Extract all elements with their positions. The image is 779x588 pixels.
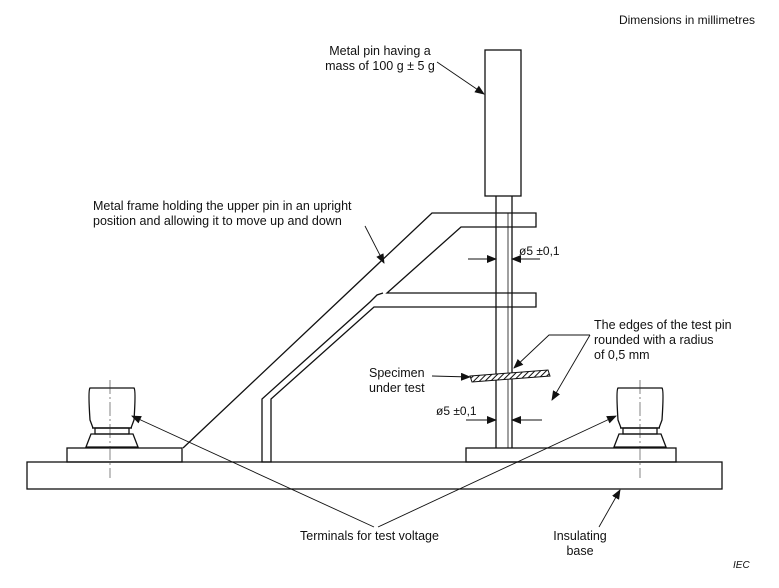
specimen-label-line2: under test (369, 381, 425, 395)
leader-terminal-right (377, 415, 617, 528)
test-pin-edges-line1: The edges of the test pin (594, 318, 732, 332)
leader-terminal-left (131, 415, 375, 528)
test-pin-edges-line3: of 0,5 mm (594, 348, 650, 362)
dimension-upper-pin: ø5 ±0,1 (519, 244, 560, 258)
specimen (469, 369, 551, 383)
metal-frame-label-line1: Metal frame holding the upper pin in an … (93, 199, 352, 213)
iec-mark: IEC (733, 560, 750, 571)
leader-specimen (431, 372, 471, 381)
specimen-label: Specimen under test (369, 366, 425, 396)
metal-frame-label-line2: position and allowing it to move up and … (93, 214, 342, 228)
leader-metal-frame (364, 225, 385, 264)
insulating-base-label: Insulating base (540, 529, 620, 559)
right-terminal (613, 387, 667, 448)
test-pin-edges-line2: rounded with a radius (594, 333, 714, 347)
insulating-base-line1: Insulating (553, 529, 607, 543)
leader-test-pin-edges (513, 334, 590, 369)
insulating-base-line2: base (566, 544, 594, 558)
test-pin-edges-label: The edges of the test pin rounded with a… (594, 318, 732, 363)
leader-insulating-base (598, 489, 621, 528)
left-terminal (85, 387, 139, 448)
dimensions-note: Dimensions in millimetres (618, 13, 755, 27)
terminals-label: Terminals for test voltage (300, 529, 439, 543)
leader-test-pin-edges-lower (551, 334, 591, 401)
left-terminal-plate (66, 447, 183, 463)
right-pedestal-plate (465, 447, 677, 463)
leader-metal-pin (436, 61, 485, 95)
metal-frame-label: Metal frame holding the upper pin in an … (93, 199, 352, 229)
insulating-base (26, 461, 723, 490)
metal-pin-label: Metal pin having a mass of 100 g ± 5 g (300, 44, 460, 74)
metal-pin-label-line2: mass of 100 g ± 5 g (325, 59, 435, 73)
metal-pin-weight (484, 49, 522, 197)
metal-pin-label-line1: Metal pin having a (329, 44, 431, 58)
specimen-label-line1: Specimen (369, 366, 425, 380)
metal-frame (182, 212, 537, 463)
dimension-lower-pin: ø5 ±0,1 (436, 404, 477, 418)
